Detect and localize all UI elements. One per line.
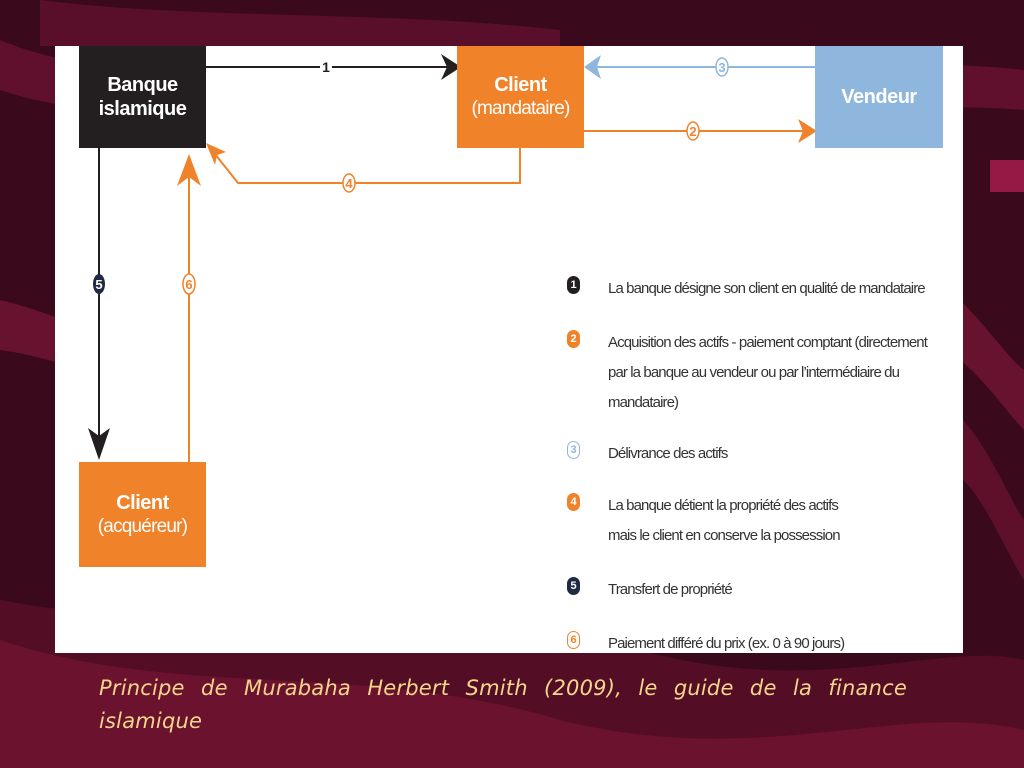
legend-item: 6 Paiement différé du prix (ex. 0 à 90 j… <box>567 629 943 653</box>
node-client-acquereur-line2: (acquéreur) <box>97 515 188 537</box>
legend-text: La banque désigne son client en qualité … <box>608 280 926 297</box>
legend-item: 5 Transfert de propriété <box>567 575 943 605</box>
node-client-mandataire: Client (mandataire) <box>457 46 584 148</box>
diagram-panel: 1 3 2 4 5 <box>55 46 963 653</box>
legend-text: La banque détient la propriété des actif… <box>608 497 841 544</box>
arrow-5-label: 5 <box>95 277 102 292</box>
arrow-1-label: 1 <box>322 59 330 75</box>
flow-diagram: 1 3 2 4 5 <box>88 54 817 462</box>
arrow-4-label: 4 <box>345 176 353 191</box>
node-client-acquereur: Client (acquéreur) <box>79 462 206 567</box>
arrow-3: 3 <box>584 55 815 79</box>
legend-number-icon: 5 <box>567 577 580 595</box>
arrow-3-label: 3 <box>718 60 725 75</box>
legend-number-icon: 1 <box>567 276 580 294</box>
arrow-6: 6 <box>177 154 201 462</box>
legend-number-icon: 6 <box>567 631 580 649</box>
arrow-5: 5 <box>88 148 110 460</box>
arrow-2-label: 2 <box>689 124 696 139</box>
node-client-mandataire-line1: Client <box>494 74 547 96</box>
legend-text: Délivrance des actifs <box>608 445 728 462</box>
node-vendeur-line1: Vendeur <box>841 86 917 108</box>
node-banque-line2: islamique <box>98 98 187 120</box>
arrow-1: 1 <box>206 54 461 80</box>
legend-text: Paiement différé du prix (ex. 0 à 90 jou… <box>608 635 845 652</box>
legend-item: 4 La banque détient la propriété des act… <box>567 491 858 551</box>
arrow-6-label: 6 <box>185 277 192 292</box>
legend-number-icon: 3 <box>567 441 580 459</box>
node-banque-line1: Banque <box>107 74 178 96</box>
legend-number-icon: 4 <box>567 493 580 511</box>
legend-item: 3 Délivrance des actifs <box>567 439 943 469</box>
figure-caption: Principe de Murabaha Herbert Smith (2009… <box>99 676 907 733</box>
node-banque-islamique: Banque islamique <box>79 46 206 148</box>
node-client-acquereur-line1: Client <box>116 491 169 514</box>
arrow-4: 4 <box>206 143 521 193</box>
node-vendeur: Vendeur <box>815 46 943 148</box>
legend-item: 2 Acquisition des actifs - paiement comp… <box>567 328 943 418</box>
legend-text: Transfert de propriété <box>608 581 733 598</box>
legend-item: 1 La banque désigne son client en qualit… <box>567 274 943 304</box>
legend-number-icon: 2 <box>567 330 580 348</box>
node-client-mandataire-line2: (mandataire) <box>471 98 570 119</box>
arrow-2: 2 <box>584 119 817 143</box>
legend-text: Acquisition des actifs - paiement compta… <box>608 334 928 411</box>
